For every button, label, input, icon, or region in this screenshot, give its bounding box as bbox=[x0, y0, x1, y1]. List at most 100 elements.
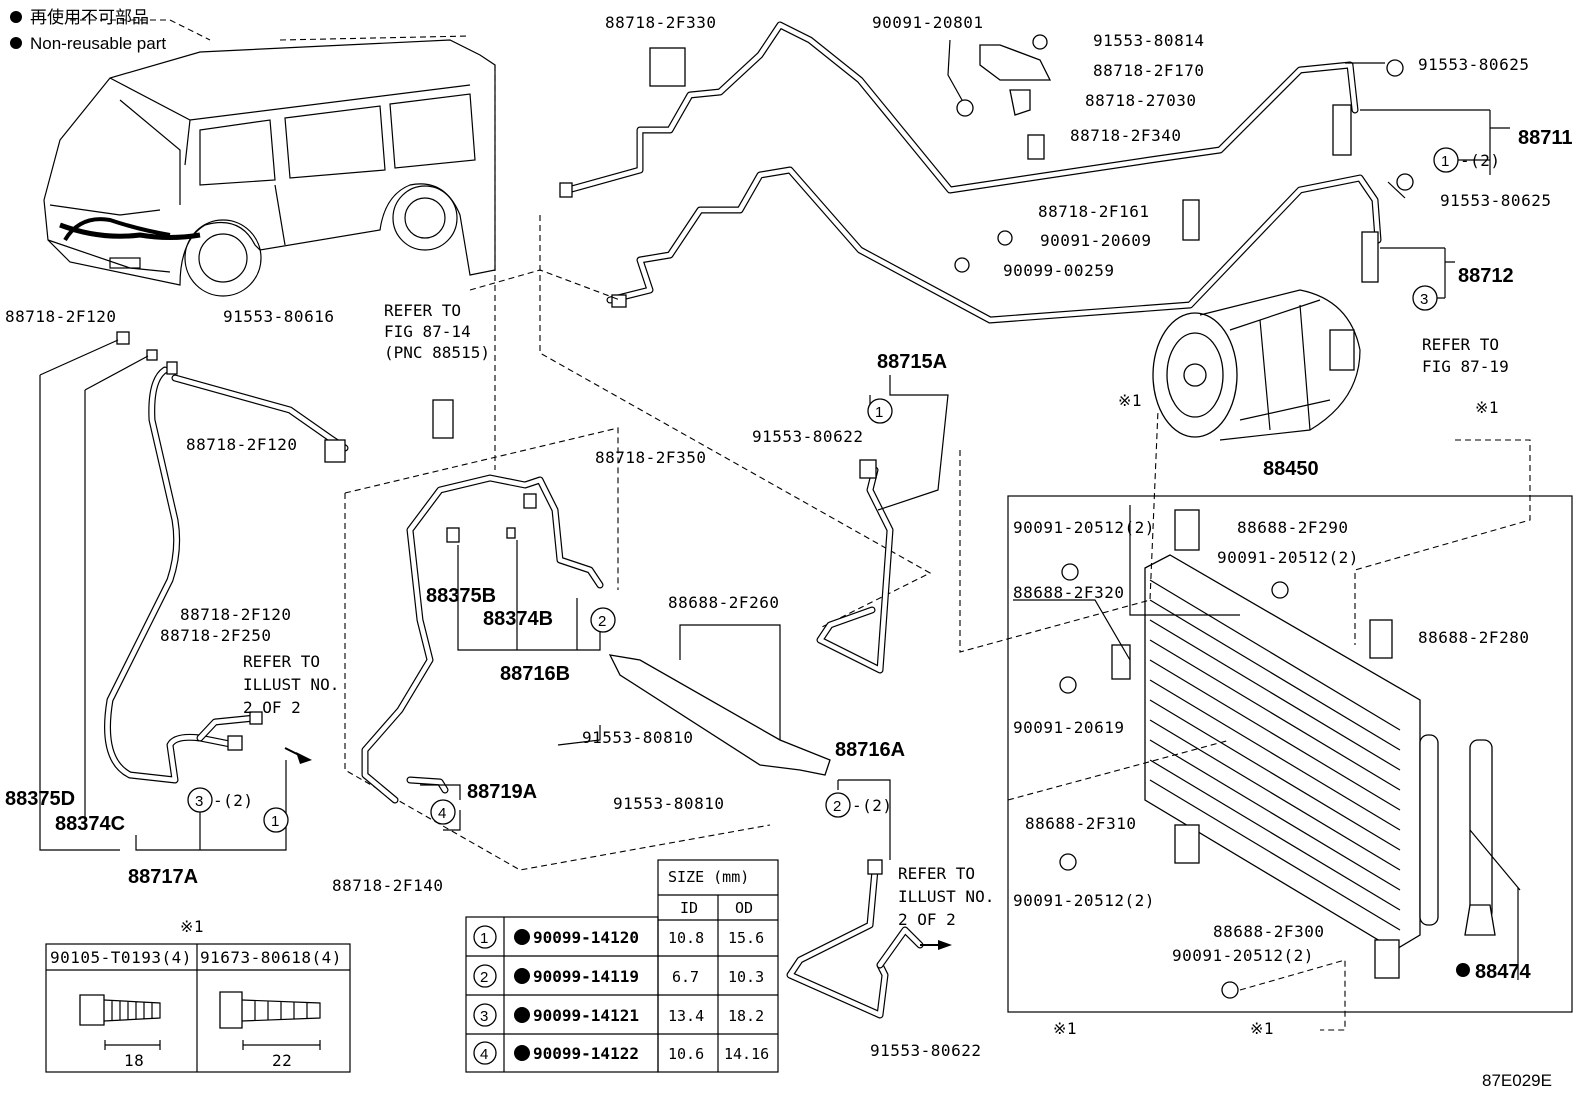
callout-88718-2F120-c: 88718-2F120 bbox=[180, 605, 291, 624]
condenser bbox=[1059, 509, 1496, 999]
callout-90091-20609: 90091-20609 bbox=[1040, 231, 1151, 250]
callout-88718-27030: 88718-27030 bbox=[1085, 91, 1196, 110]
oring-row-3-part: 90099-14121 bbox=[533, 1006, 639, 1025]
refer-87-19-line2: FIG 87-19 bbox=[1422, 357, 1509, 376]
marker-1-b: 1 bbox=[1441, 153, 1449, 170]
oring-row-3-od: 18.2 bbox=[728, 1007, 764, 1025]
marker-3-b: 3 bbox=[195, 793, 203, 810]
bolt-dim2: 22 bbox=[272, 1051, 292, 1070]
pipe-88711 bbox=[559, 21, 1359, 198]
pipe-88716A bbox=[786, 859, 924, 1019]
oring-row-2: 2 90099-14119 6.7 10.3 bbox=[473, 964, 764, 988]
bolt-table-mark: ※1 bbox=[180, 917, 204, 936]
callout-91553-80616: 91553-80616 bbox=[223, 307, 334, 326]
callout-88688-2F300: 88688-2F300 bbox=[1213, 922, 1324, 941]
mark1-d: ※1 bbox=[1250, 1019, 1274, 1038]
mark1-a: ※1 bbox=[1118, 391, 1142, 410]
oring-row-4-no: 4 bbox=[480, 1046, 488, 1063]
marker-2-b: 2 bbox=[833, 798, 841, 815]
bracket-88688-2F260 bbox=[608, 654, 831, 776]
callout-88718-2F161: 88718-2F161 bbox=[1038, 202, 1149, 221]
callout-88717A: 88717A bbox=[128, 866, 198, 888]
van-dash-lines bbox=[70, 19, 496, 470]
callout-88718-2F340: 88718-2F340 bbox=[1070, 126, 1181, 145]
callout-91553-80625-b: 91553-80625 bbox=[1440, 191, 1551, 210]
callout-88718-2F120-b: 88718-2F120 bbox=[186, 435, 297, 454]
refer-87-14-line1: REFER TO bbox=[384, 301, 461, 320]
oring-row-1-id: 10.8 bbox=[668, 929, 704, 947]
refer-87-14-line3: (PNC 88515) bbox=[384, 343, 490, 362]
oring-col-od: OD bbox=[735, 899, 753, 917]
figure-code: 87E029E bbox=[1482, 1071, 1552, 1090]
refer-right-line1: REFER TO bbox=[898, 864, 975, 883]
compressor bbox=[1152, 289, 1361, 441]
callout-90091-20512-d: 90091-20512(2) bbox=[1172, 946, 1314, 965]
callout-90099-00259: 90099-00259 bbox=[1003, 261, 1114, 280]
legend-en-text: Non-reusable part bbox=[30, 34, 166, 53]
oring-row-1-od: 15.6 bbox=[728, 929, 764, 947]
marker-4-a: 4 bbox=[438, 805, 446, 822]
oring-row-2-od: 10.3 bbox=[728, 968, 764, 986]
pipe-88712 bbox=[606, 166, 1382, 324]
callout-90091-20512-c: 90091-20512(2) bbox=[1013, 891, 1155, 910]
callouts: 88718-2F330 90091-20801 91553-80814 8871… bbox=[5, 13, 1573, 1060]
callout-88712: 88712 bbox=[1458, 265, 1514, 287]
mark1-c: ※1 bbox=[1053, 1019, 1077, 1038]
callout-88716B: 88716B bbox=[500, 663, 570, 685]
marker-2-a: 2 bbox=[598, 613, 606, 630]
refer-right-line3: 2 OF 2 bbox=[898, 910, 956, 929]
refer-illust-right: REFER TO ILLUST NO. 2 OF 2 bbox=[898, 864, 994, 950]
oring-header-size: SIZE (mm) bbox=[668, 868, 749, 886]
qty-marker-3b: -(2) bbox=[213, 791, 254, 810]
callout-88718-2F350: 88718-2F350 bbox=[595, 448, 706, 467]
condenser-frame bbox=[1007, 495, 1573, 1013]
callout-91553-80810-a: 91553-80810 bbox=[582, 728, 693, 747]
oring-row-1-part: 90099-14120 bbox=[533, 928, 639, 947]
refer-left-line1: REFER TO bbox=[243, 652, 320, 671]
qty-marker-2b: -(2) bbox=[852, 796, 893, 815]
refer-left-line3: 2 OF 2 bbox=[243, 698, 301, 717]
pipe-88715A bbox=[816, 459, 894, 674]
pipe-88717A bbox=[104, 331, 349, 784]
callout-88474: 88474 bbox=[1475, 961, 1531, 983]
marker-1-c: 1 bbox=[271, 813, 279, 830]
dash-box-88716B bbox=[344, 427, 619, 590]
refer-fig-87-19: REFER TO FIG 87-19 bbox=[1422, 335, 1509, 376]
callout-90091-20512-a: 90091-20512(2) bbox=[1013, 518, 1155, 537]
bolt-table: ※1 90105-T0193(4) 91673-80618(4) 18 22 bbox=[45, 917, 351, 1073]
callout-90091-20801: 90091-20801 bbox=[872, 13, 983, 32]
top-brackets bbox=[649, 34, 1414, 273]
oring-row-3-no: 3 bbox=[480, 1008, 488, 1025]
callout-88450: 88450 bbox=[1263, 458, 1319, 480]
callout-88374B: 88374B bbox=[483, 608, 553, 630]
oring-markers: 1 1 -(2) 3 2 3 -(2) 1 4 2 -(2) bbox=[187, 147, 1501, 833]
callout-88375B: 88375B bbox=[426, 585, 496, 607]
refer-87-19-line1: REFER TO bbox=[1422, 335, 1499, 354]
refer-left-line2: ILLUST NO. bbox=[243, 675, 339, 694]
bolt-col2-label: 91673-80618(4) bbox=[200, 948, 342, 967]
legend: 再使用不可部品 Non-reusable part bbox=[10, 7, 166, 53]
callout-88719A: 88719A bbox=[467, 781, 537, 803]
callout-88716A: 88716A bbox=[835, 739, 905, 761]
dash-condenser-in bbox=[959, 409, 1159, 653]
callout-91553-80622-a: 91553-80622 bbox=[752, 427, 863, 446]
callout-91553-80814: 91553-80814 bbox=[1093, 31, 1204, 50]
oring-row-3-id: 13.4 bbox=[668, 1007, 704, 1025]
oring-table: SIZE (mm) ID OD 1 90099-14120 10.8 15.6 … bbox=[465, 859, 779, 1073]
callout-88688-2F290: 88688-2F290 bbox=[1237, 518, 1348, 537]
callout-88718-2F330: 88718-2F330 bbox=[605, 13, 716, 32]
oring-row-4-id: 10.6 bbox=[668, 1045, 704, 1063]
qty-marker-1b: -(2) bbox=[1460, 151, 1501, 170]
bolt-col1-label: 90105-T0193(4) bbox=[50, 948, 192, 967]
callout-88688-2F320: 88688-2F320 bbox=[1013, 583, 1124, 602]
oring-row-2-id: 6.7 bbox=[672, 968, 699, 986]
oring-row-3: 3 90099-14121 13.4 18.2 bbox=[473, 1003, 764, 1027]
callout-88688-2F310: 88688-2F310 bbox=[1025, 814, 1136, 833]
oring-row-4: 4 90099-14122 10.6 14.16 bbox=[473, 1041, 769, 1065]
callout-88718-2F170: 88718-2F170 bbox=[1093, 61, 1204, 80]
oring-row-2-part: 90099-14119 bbox=[533, 967, 639, 986]
callout-88715A: 88715A bbox=[877, 351, 947, 373]
bolt-dim1: 18 bbox=[124, 1051, 144, 1070]
callout-88374C: 88374C bbox=[55, 813, 125, 835]
